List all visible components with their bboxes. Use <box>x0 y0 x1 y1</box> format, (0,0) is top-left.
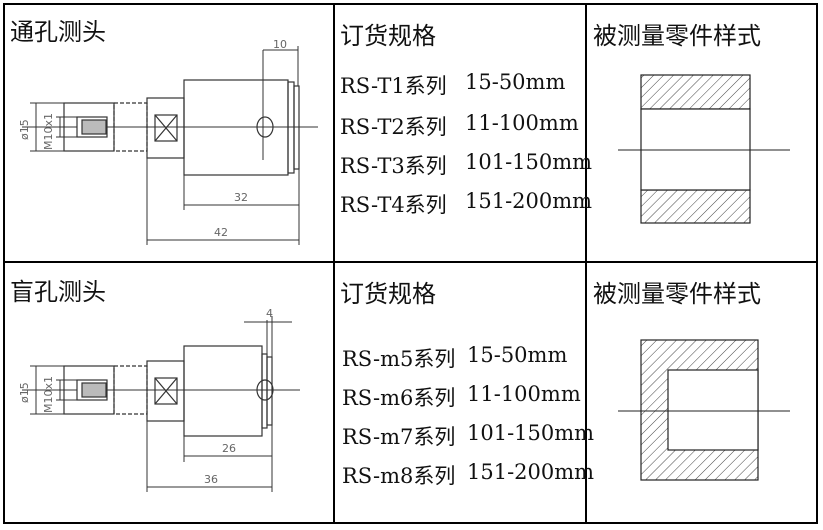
probe-title: 通孔测头 <box>10 18 106 46</box>
spec-model: RS-T2系列 <box>340 115 447 139</box>
spec-range: 101-150mm <box>465 150 593 174</box>
spec-range: 101-150mm <box>467 421 595 445</box>
table-col-divider-2 <box>585 3 587 524</box>
table-border-top <box>3 3 818 5</box>
dim-label: M10x1 <box>42 376 55 413</box>
spec-line: RS-T4系列 151-200mm <box>340 189 592 219</box>
spec-model: RS-m5系列 <box>342 347 456 371</box>
through-hole-part-drawing <box>618 74 790 224</box>
spec-title: 订货规格 <box>340 22 436 50</box>
spec-line: RS-T1系列 15-50mm <box>340 70 565 100</box>
blind-hole-probe-drawing: 4 26 36 ø15 M10x1 <box>18 307 300 492</box>
spec-range: 151-200mm <box>465 189 593 213</box>
spec-model: RS-m7系列 <box>342 425 456 449</box>
table-row-divider <box>3 261 818 263</box>
spec-range: 11-100mm <box>465 111 579 135</box>
dim-label: ø15 <box>18 119 31 140</box>
dim-label: 26 <box>222 442 236 455</box>
spec-model: RS-T1系列 <box>340 74 447 98</box>
spec-range: 15-50mm <box>467 343 568 367</box>
spec-line: RS-m8系列 151-200mm <box>342 460 594 490</box>
dim-label: M10x1 <box>42 113 55 150</box>
spec-model: RS-m6系列 <box>342 386 456 410</box>
spec-model: RS-T3系列 <box>340 154 447 178</box>
dim-label: 36 <box>204 473 218 486</box>
dim-label: 42 <box>214 226 228 239</box>
dim-label: 4 <box>266 307 273 320</box>
table-border-bottom <box>3 522 818 524</box>
spec-title: 订货规格 <box>340 280 436 308</box>
dim-label: 10 <box>273 38 287 51</box>
part-title: 被测量零件样式 <box>593 280 761 308</box>
table-col-divider-1 <box>333 3 335 524</box>
spec-range: 11-100mm <box>467 382 581 406</box>
spec-line: RS-m7系列 101-150mm <box>342 421 594 451</box>
probe-title: 盲孔测头 <box>10 278 106 306</box>
part-title: 被测量零件样式 <box>593 22 761 50</box>
through-hole-probe-drawing: 10 32 42 ø15 M10x1 <box>18 38 318 245</box>
blind-hole-part-drawing <box>618 339 790 481</box>
spec-range: 15-50mm <box>465 70 566 94</box>
spec-model: RS-T4系列 <box>340 193 447 217</box>
dim-label: ø15 <box>18 382 31 403</box>
spec-line: RS-T3系列 101-150mm <box>340 150 592 180</box>
dim-label: 32 <box>234 191 248 204</box>
spec-model: RS-m8系列 <box>342 464 456 488</box>
spec-line: RS-T2系列 11-100mm <box>340 111 579 141</box>
spec-line: RS-m5系列 15-50mm <box>342 343 567 373</box>
table-border-right <box>816 3 818 524</box>
spec-line: RS-m6系列 11-100mm <box>342 382 581 412</box>
spec-range: 151-200mm <box>467 460 595 484</box>
table-border-left <box>3 3 5 524</box>
